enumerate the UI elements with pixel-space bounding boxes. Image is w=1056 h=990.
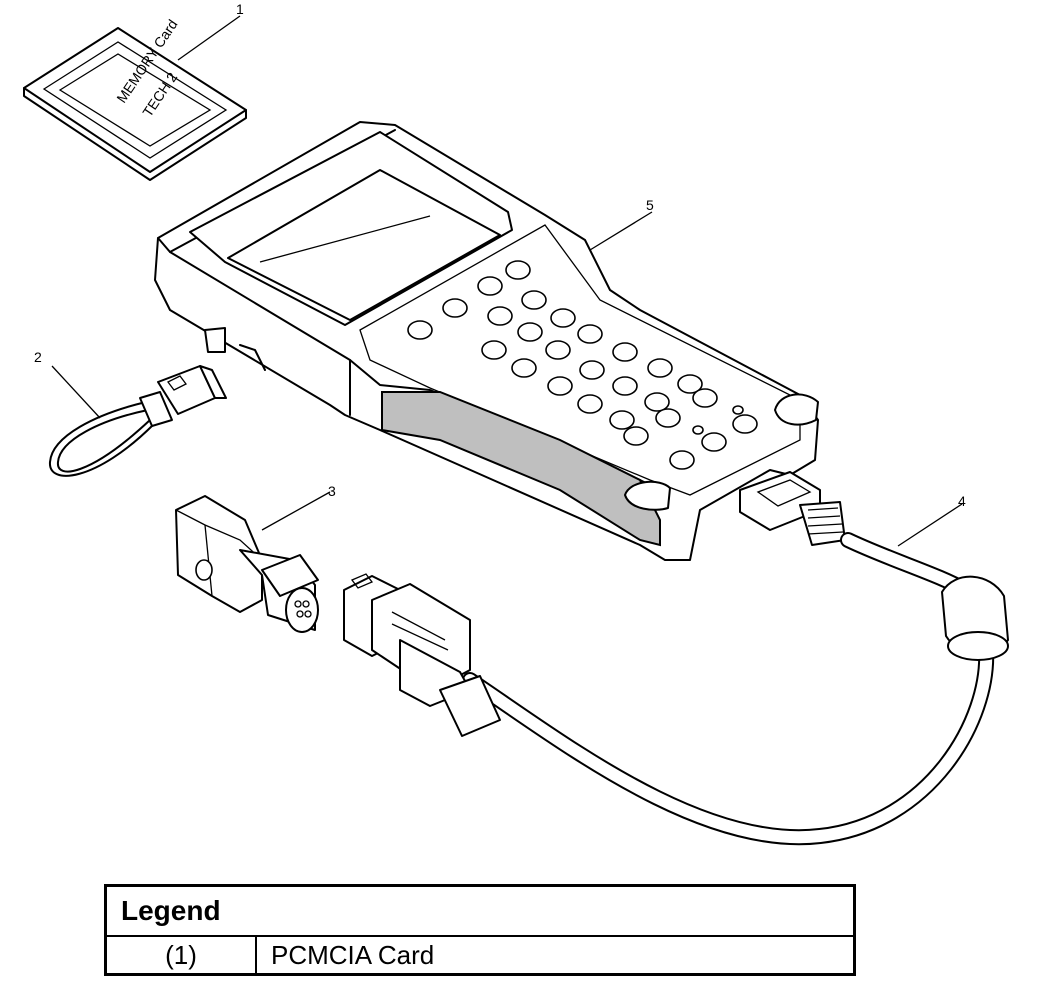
callout-1: 1 — [236, 1, 244, 17]
keypad — [407, 260, 758, 470]
legend-row: (1) PCMCIA Card — [107, 937, 853, 973]
exploded-parts-diagram: TECH 2 MEMORY Card 1 — [23, 1, 1009, 846]
callout-3: 3 — [328, 483, 336, 499]
callout-2: 2 — [34, 349, 42, 365]
legend-row-description: PCMCIA Card — [271, 939, 435, 970]
loopback-adapter — [48, 365, 227, 477]
legend-table: Legend (1) PCMCIA Card — [104, 884, 856, 976]
callout-4: 4 — [958, 493, 966, 509]
legend-title: Legend — [107, 887, 853, 937]
callout-5: 5 — [646, 197, 654, 213]
legend-row-number: (1) — [107, 937, 257, 973]
pcmcia-card: TECH 2 MEMORY Card — [23, 17, 247, 181]
dlc-cable — [343, 532, 1009, 846]
tech2-scan-tool — [154, 121, 846, 561]
dlc-adapter — [175, 495, 319, 633]
